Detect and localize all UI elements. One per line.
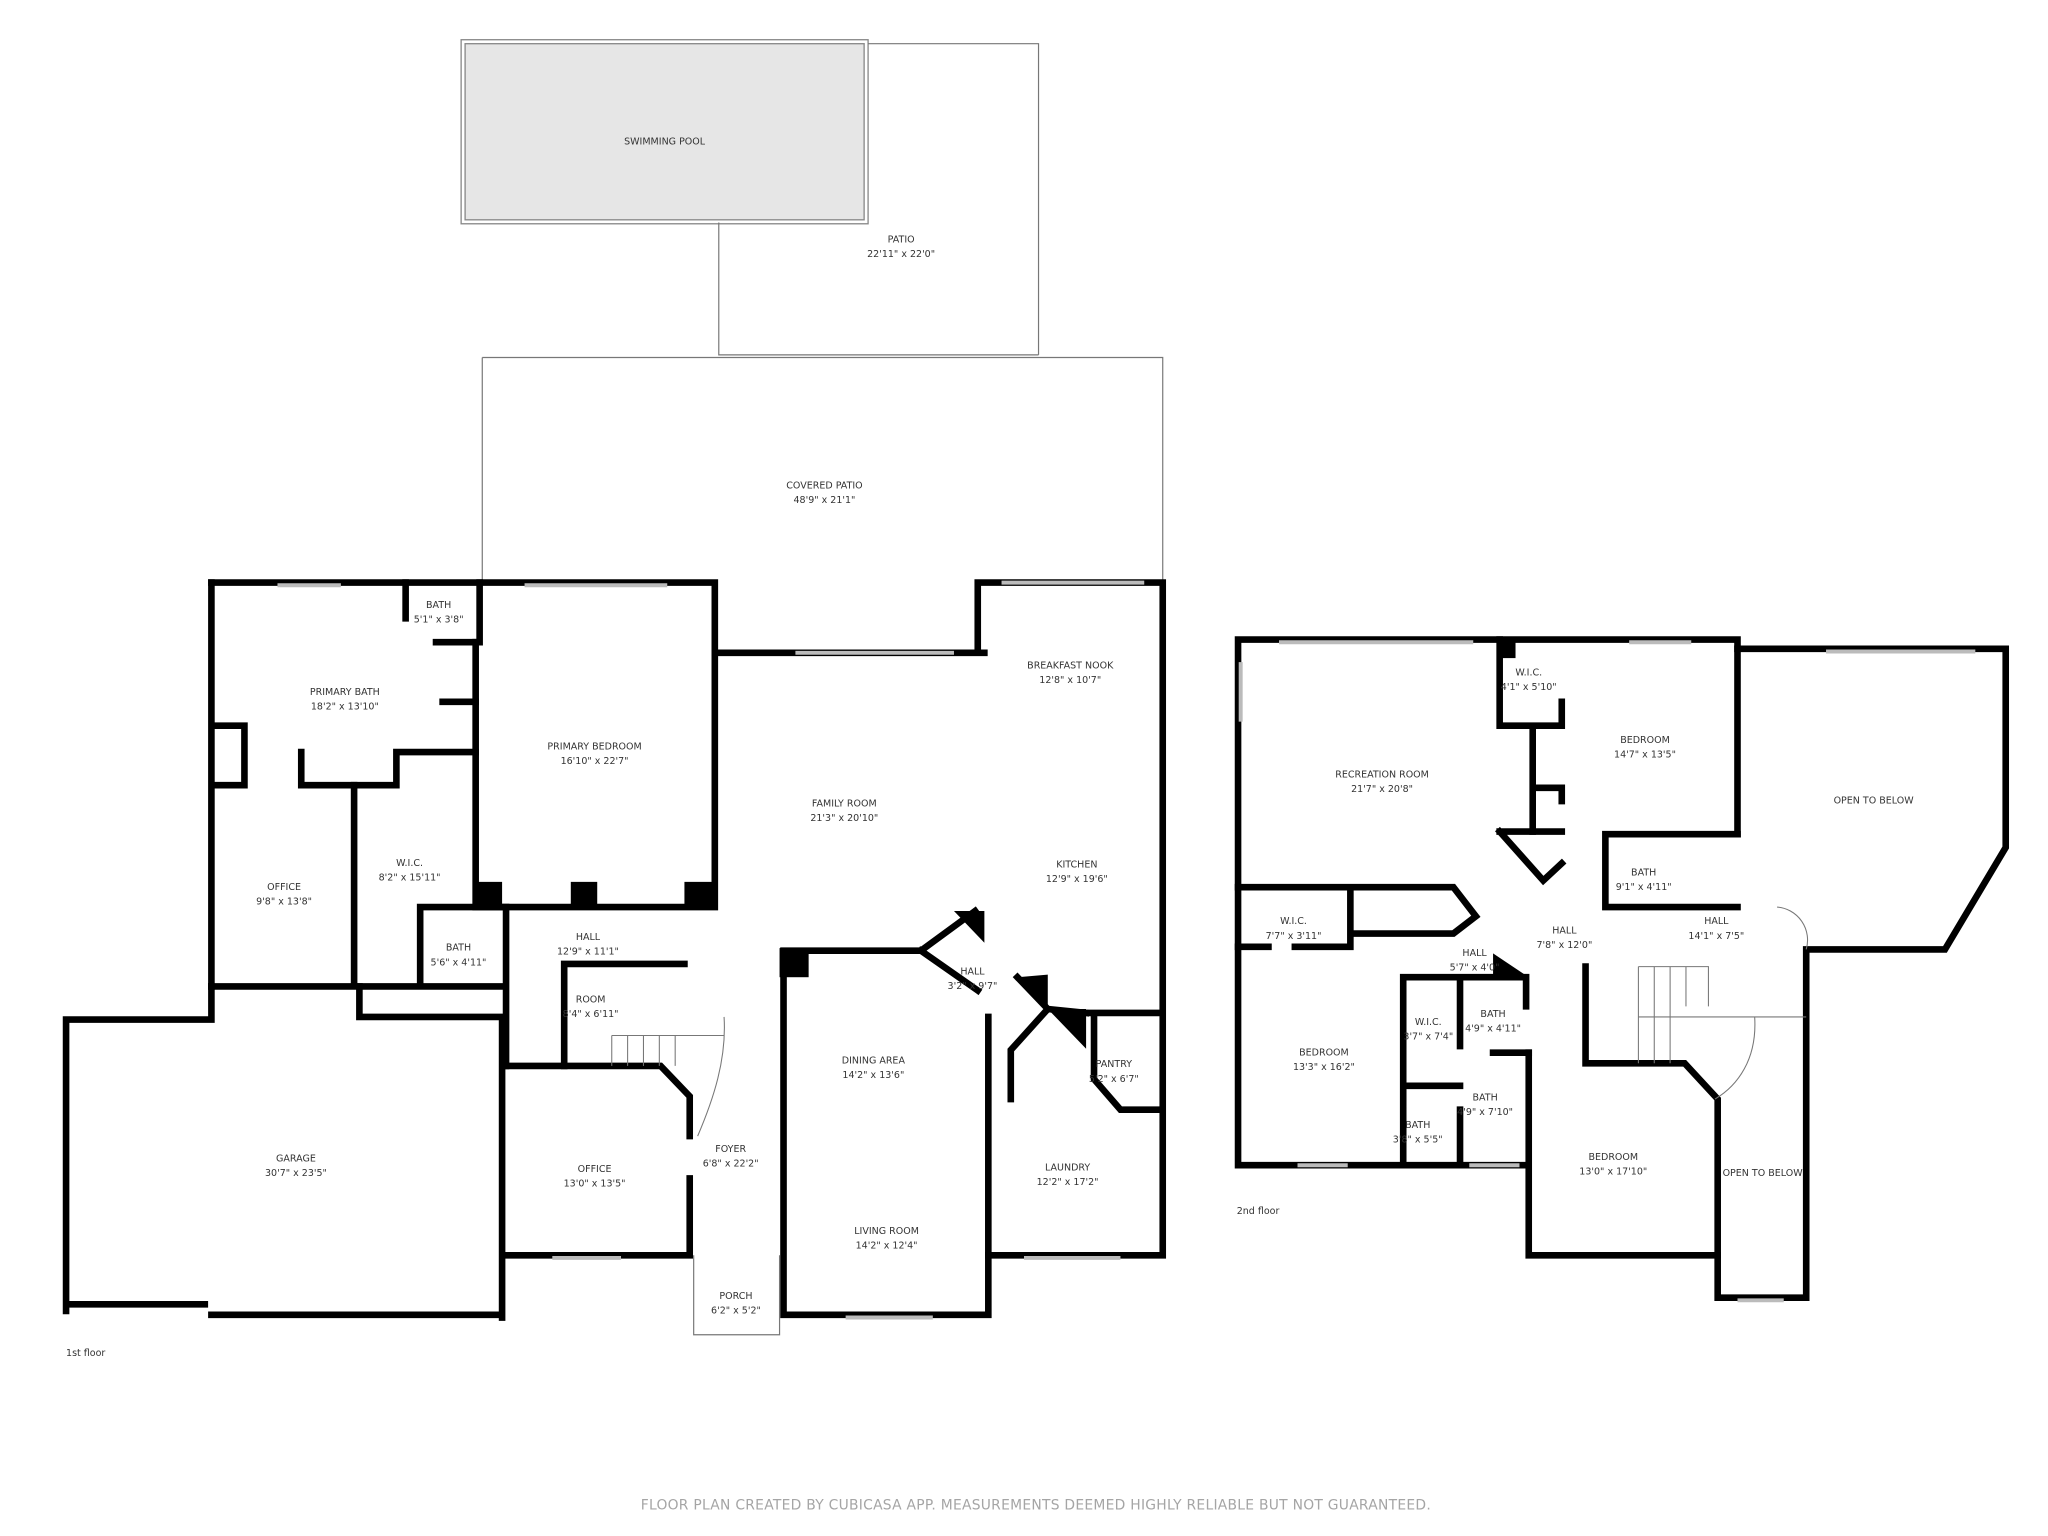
room-dimensions: 3'7" x 7'4" [1403, 1031, 1453, 1042]
room-dimensions: 48'9" x 21'1" [794, 495, 856, 506]
staircase-second-floor [1637, 906, 1809, 1100]
room-dimensions: 8'4" x 6'11" [563, 1009, 619, 1020]
room-dimensions: 5'6" x 4'11" [431, 957, 487, 968]
room-dimensions: 3'8" x 5'5" [1393, 1135, 1443, 1146]
room-name-w-i-c: W.I.C. [1280, 916, 1307, 927]
floor-label-1st: 1st floor [66, 1348, 105, 1359]
room-dimensions: 12'2" x 17'2" [1037, 1177, 1099, 1188]
room-dimensions: 22'11" x 22'0" [867, 249, 935, 260]
second-floor-walls [1234, 636, 2010, 1303]
room-name-porch: PORCH [719, 1291, 752, 1302]
room-name-bath: BATH [1405, 1120, 1430, 1131]
room-dimensions: 14'1" x 7'5" [1688, 931, 1744, 942]
room-dimensions: 14'2" x 13'6" [842, 1070, 904, 1081]
room-dimensions: 21'3" x 20'10" [810, 813, 878, 824]
room-name-hall: HALL [960, 967, 985, 978]
room-dimensions: 5'2" x 6'7" [1089, 1074, 1139, 1085]
room-name-bedroom: BEDROOM [1299, 1047, 1349, 1058]
room-name-hall: HALL [576, 932, 601, 943]
room-name-room: ROOM [576, 994, 606, 1005]
room-name-office: OFFICE [267, 882, 301, 893]
room-dimensions: 9'1" x 4'11" [1616, 882, 1672, 893]
staircase-first-floor [611, 1016, 725, 1137]
room-name-family-room: FAMILY ROOM [812, 798, 877, 809]
room-name-hall: HALL [1552, 926, 1577, 937]
room-name-w-i-c: W.I.C. [396, 858, 423, 869]
room-name-patio: PATIO [888, 234, 915, 245]
floor-label-2nd: 2nd floor [1237, 1206, 1280, 1217]
patio-outline [718, 43, 1040, 356]
room-dimensions: 6'8" x 22'2" [703, 1159, 759, 1170]
room-dimensions: 5'1" x 3'8" [414, 614, 464, 625]
room-dimensions: 12'9" x 11'1" [557, 947, 619, 958]
first-floor-walls [62, 579, 1167, 1321]
room-name-bath: BATH [1480, 1009, 1505, 1020]
room-dimensions: 12'8" x 10'7" [1039, 675, 1101, 686]
room-name-laundry: LAUNDRY [1045, 1163, 1090, 1174]
room-dimensions: 14'2" x 12'4" [856, 1241, 918, 1252]
room-name-hall: HALL [1704, 916, 1729, 927]
room-dimensions: 4'1" x 5'10" [1501, 682, 1557, 693]
room-name-living-room: LIVING ROOM [854, 1226, 919, 1237]
room-dimensions: 18'2" x 13'10" [311, 702, 379, 713]
room-dimensions: 13'0" x 13'5" [564, 1178, 626, 1189]
room-dimensions: 12'9" x 19'6" [1046, 874, 1108, 885]
room-dimensions: 16'10" x 22'7" [561, 756, 629, 767]
room-dimensions: 7'7" x 3'11" [1266, 931, 1322, 942]
room-name-dining-area: DINING AREA [842, 1055, 906, 1066]
room-name-bedroom: BEDROOM [1620, 735, 1670, 746]
room-name-office: OFFICE [578, 1164, 612, 1175]
room-name-open-to-below: OPEN TO BELOW [1723, 1168, 1804, 1179]
room-name-w-i-c: W.I.C. [1415, 1017, 1442, 1028]
room-name-breakfast-nook: BREAKFAST NOOK [1027, 661, 1114, 672]
room-dimensions: 7'8" x 12'0" [1536, 940, 1592, 951]
room-name-recreation-room: RECREATION ROOM [1335, 769, 1429, 780]
room-name-covered-patio: COVERED PATIO [786, 481, 862, 492]
room-dimensions: 4'9" x 4'11" [1465, 1023, 1521, 1034]
room-name-bath: BATH [1473, 1092, 1498, 1103]
room-name-bedroom: BEDROOM [1588, 1152, 1638, 1163]
room-dimensions: 6'2" x 5'2" [711, 1306, 761, 1317]
room-dimensions: 30'7" x 23'5" [265, 1168, 327, 1179]
room-name-hall: HALL [1462, 948, 1487, 959]
room-name-bath: BATH [446, 943, 471, 954]
room-dimensions: 9'8" x 13'8" [256, 896, 312, 907]
covered-patio-outline [481, 356, 1164, 583]
room-dimensions: 14'7" x 13'5" [1614, 749, 1676, 760]
room-name-bath: BATH [1631, 867, 1656, 878]
room-dimensions: 5'7" x 4'0" [1450, 963, 1500, 974]
room-name-foyer: FOYER [715, 1144, 746, 1155]
room-dimensions: 21'7" x 20'8" [1351, 784, 1413, 795]
room-name-w-i-c: W.I.C. [1515, 667, 1542, 678]
room-name-swimming-pool: SWIMMING POOL [624, 136, 706, 147]
footer-disclaimer: FLOOR PLAN CREATED BY CUBICASA APP. MEAS… [641, 1498, 1431, 1514]
room-name-kitchen: KITCHEN [1056, 859, 1097, 870]
swimming-pool [460, 39, 869, 225]
room-dimensions: 13'3" x 16'2" [1293, 1062, 1355, 1073]
room-dimensions: 4'9" x 7'10" [1457, 1107, 1513, 1118]
room-name-pantry: PANTRY [1096, 1059, 1133, 1070]
room-dimensions: 3'2" x 9'7" [948, 981, 998, 992]
room-name-garage: GARAGE [276, 1153, 316, 1164]
room-dimensions: 8'2" x 15'11" [379, 873, 441, 884]
room-name-primary-bath: PRIMARY BATH [310, 687, 380, 698]
room-name-primary-bedroom: PRIMARY BEDROOM [547, 741, 641, 752]
room-name-open-to-below: OPEN TO BELOW [1834, 796, 1915, 807]
porch-outline [693, 1255, 781, 1336]
room-dimensions: 13'0" x 17'10" [1579, 1167, 1647, 1178]
room-name-bath: BATH [426, 600, 451, 611]
room-labels: SWIMMING POOL PATIO 22'11" x 22'0" COVERED … [256, 136, 1914, 1316]
